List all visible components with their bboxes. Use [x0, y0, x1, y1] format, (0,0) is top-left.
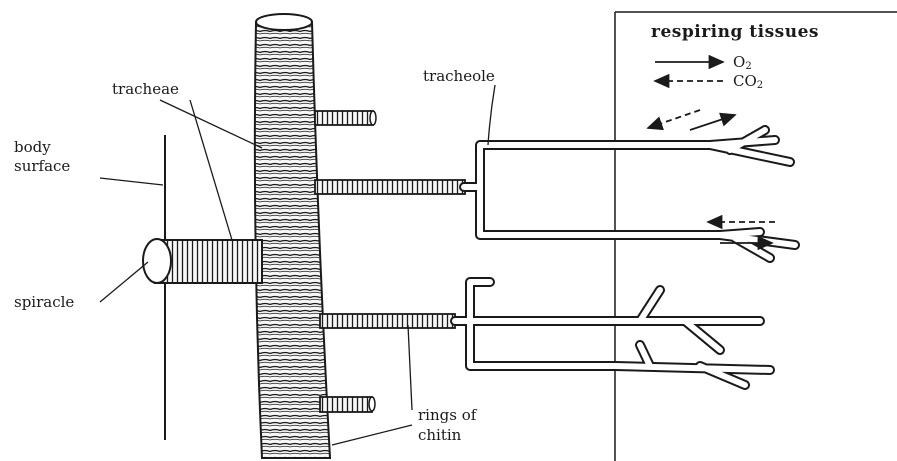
tracheal-branch-lower: [320, 314, 455, 328]
legend-co2-text: CO: [733, 72, 757, 90]
label-body-surface-line1: body: [14, 138, 51, 156]
main-trachea: [255, 14, 330, 458]
legend-co2-sub: 2: [757, 80, 763, 91]
tracheoles-lower: [455, 282, 770, 385]
label-rings-line2: chitin: [418, 426, 461, 444]
tracheal-stub-upper: [315, 111, 373, 125]
spiracle-tube: [143, 239, 262, 283]
tracheal-stub-upper-end: [370, 111, 376, 125]
tracheal-stub-lower: [320, 397, 372, 412]
legend-o2-text: O: [733, 53, 745, 71]
tracheoles-upper: [464, 130, 795, 258]
label-rings-line1: rings of: [418, 406, 476, 424]
label-tracheole: tracheole: [423, 67, 495, 85]
tracheal-stub-lower-end: [369, 397, 375, 411]
diagram-title: respiring tissues: [651, 23, 819, 41]
co2-out-arrow-upper: [648, 110, 700, 128]
tracheal-branch-upper: [315, 180, 465, 194]
label-tracheae: tracheae: [112, 80, 179, 98]
spiracle-opening: [143, 239, 171, 283]
label-body-surface-line2: surface: [14, 157, 70, 175]
label-spiracle: spiracle: [14, 293, 74, 311]
o2-in-arrow-upper: [690, 115, 735, 130]
